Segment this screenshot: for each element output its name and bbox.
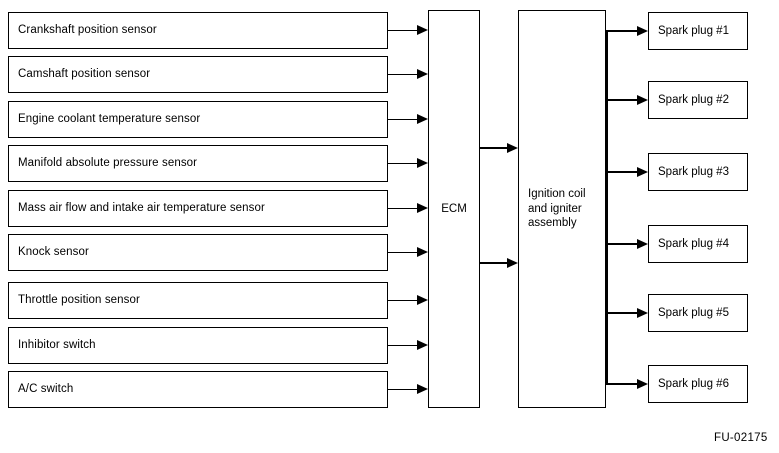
- spark-plug-label: Spark plug #6: [658, 377, 729, 390]
- coil-to-spark-plug-line: [606, 383, 639, 385]
- ignition-coil-and-igniter-assembly-block[interactable]: Ignition coil and igniter assembly: [518, 10, 606, 408]
- spark-plug-label: Spark plug #1: [658, 24, 729, 37]
- sensor-box[interactable]: Knock sensor: [8, 234, 388, 271]
- coil-to-spark-plug-arrow-icon: [637, 166, 648, 177]
- ecm-to-coil-line: [480, 147, 509, 149]
- sensor-box[interactable]: Throttle position sensor: [8, 282, 388, 319]
- sensor-label: Camshaft position sensor: [18, 68, 151, 80]
- sensor-label: A/C switch: [18, 383, 74, 395]
- ignition-output-bus-line: [606, 31, 608, 384]
- ecm-to-coil-arrow-icon: [507, 257, 518, 268]
- sensor-to-ecm-line: [388, 29, 419, 32]
- coil-to-spark-plug-line: [606, 30, 639, 32]
- sensor-box[interactable]: Manifold absolute pressure sensor: [8, 145, 388, 182]
- ecm-label: ECM: [441, 202, 467, 215]
- coil-to-spark-plug-line: [606, 312, 639, 314]
- sensor-to-ecm-arrow-icon: [417, 203, 428, 213]
- sensor-to-ecm-arrow-icon: [417, 295, 428, 305]
- ecm-block[interactable]: ECM: [428, 10, 480, 408]
- sensor-to-ecm-line: [388, 73, 419, 76]
- sensor-to-ecm-line: [388, 388, 419, 391]
- spark-plug-label: Spark plug #5: [658, 306, 729, 319]
- ecm-to-coil-line: [480, 262, 509, 264]
- sensor-to-ecm-line: [388, 299, 419, 302]
- sensor-box[interactable]: Engine coolant temperature sensor: [8, 101, 388, 138]
- sensor-label: Crankshaft position sensor: [18, 24, 157, 36]
- sensor-box[interactable]: Mass air flow and intake air temperature…: [8, 190, 388, 227]
- sensor-label: Throttle position sensor: [18, 294, 140, 306]
- figure-caption: FU-02175: [714, 432, 768, 444]
- spark-plug-box[interactable]: Spark plug #5: [648, 294, 748, 332]
- spark-plug-label: Spark plug #2: [658, 93, 729, 106]
- sensor-to-ecm-arrow-icon: [417, 340, 428, 350]
- sensor-to-ecm-arrow-icon: [417, 25, 428, 35]
- spark-plug-box[interactable]: Spark plug #6: [648, 365, 748, 403]
- sensor-box[interactable]: Camshaft position sensor: [8, 56, 388, 93]
- spark-plug-box[interactable]: Spark plug #2: [648, 81, 748, 119]
- sensor-label: Knock sensor: [18, 246, 89, 258]
- coil-to-spark-plug-line: [606, 243, 639, 245]
- sensor-to-ecm-line: [388, 344, 419, 347]
- sensor-to-ecm-line: [388, 251, 419, 254]
- coil-to-spark-plug-arrow-icon: [637, 238, 648, 249]
- sensor-label: Inhibitor switch: [18, 339, 96, 351]
- sensor-label: Manifold absolute pressure sensor: [18, 157, 198, 169]
- sensor-box[interactable]: Inhibitor switch: [8, 327, 388, 364]
- spark-plug-box[interactable]: Spark plug #3: [648, 153, 748, 191]
- sensor-box[interactable]: A/C switch: [8, 371, 388, 408]
- coil-to-spark-plug-line: [606, 99, 639, 101]
- coil-to-spark-plug-arrow-icon: [637, 378, 648, 389]
- sensor-to-ecm-line: [388, 118, 419, 121]
- sensor-label: Mass air flow and intake air temperature…: [18, 202, 265, 214]
- sensor-to-ecm-arrow-icon: [417, 158, 428, 168]
- coil-to-spark-plug-arrow-icon: [637, 25, 648, 36]
- coil-to-spark-plug-arrow-icon: [637, 94, 648, 105]
- spark-plug-label: Spark plug #4: [658, 237, 729, 250]
- sensor-to-ecm-arrow-icon: [417, 247, 428, 257]
- sensor-to-ecm-line: [388, 207, 419, 210]
- sensor-label: Engine coolant temperature sensor: [18, 113, 201, 125]
- ecm-to-coil-arrow-icon: [507, 142, 518, 153]
- sensor-box[interactable]: Crankshaft position sensor: [8, 12, 388, 49]
- spark-plug-box[interactable]: Spark plug #4: [648, 225, 748, 263]
- sensor-to-ecm-arrow-icon: [417, 384, 428, 394]
- ignition-coil-label: Ignition coil and igniter assembly: [528, 188, 586, 230]
- sensor-to-ecm-arrow-icon: [417, 114, 428, 124]
- sensor-to-ecm-line: [388, 162, 419, 165]
- coil-to-spark-plug-arrow-icon: [637, 307, 648, 318]
- sensor-to-ecm-arrow-icon: [417, 69, 428, 79]
- spark-plug-label: Spark plug #3: [658, 165, 729, 178]
- spark-plug-box[interactable]: Spark plug #1: [648, 12, 748, 50]
- coil-to-spark-plug-line: [606, 171, 639, 173]
